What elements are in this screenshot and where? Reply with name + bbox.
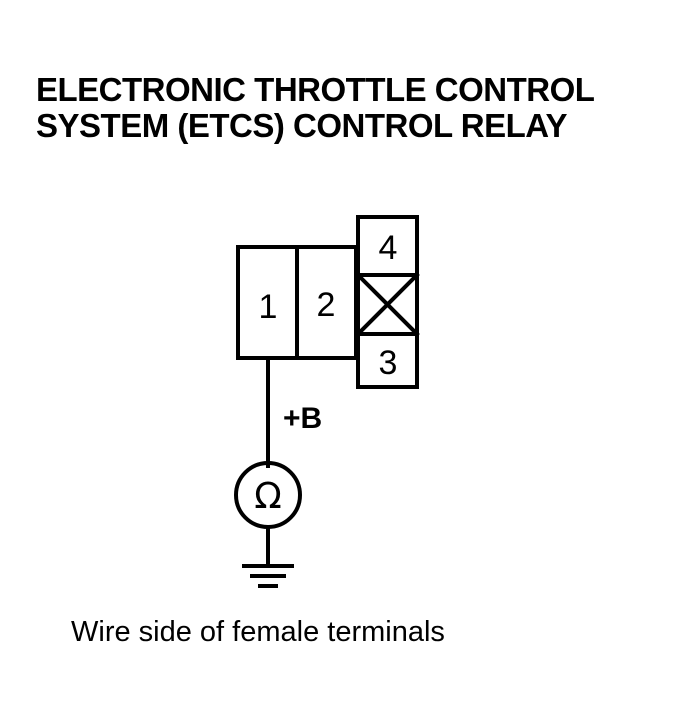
terminal-1-label: 1 [259, 288, 278, 326]
diagram-title: ELECTRONIC THROTTLE CONTROL SYSTEM (ETCS… [36, 71, 595, 144]
title-line-1: ELECTRONIC THROTTLE CONTROL [36, 71, 595, 108]
terminal-4-label: 4 [379, 229, 398, 267]
terminal-2-label: 2 [317, 286, 336, 324]
blank-terminal-cross-b [355, 272, 420, 337]
ground-icon [242, 564, 294, 588]
terminal-column [356, 215, 419, 389]
ohm-symbol: Ω [254, 476, 282, 517]
diagram-caption: Wire side of female terminals [71, 616, 445, 648]
terminal-3-label: 3 [379, 344, 398, 382]
title-line-2: SYSTEM (ETCS) CONTROL RELAY [36, 107, 568, 144]
supply-label: +B [283, 402, 322, 435]
